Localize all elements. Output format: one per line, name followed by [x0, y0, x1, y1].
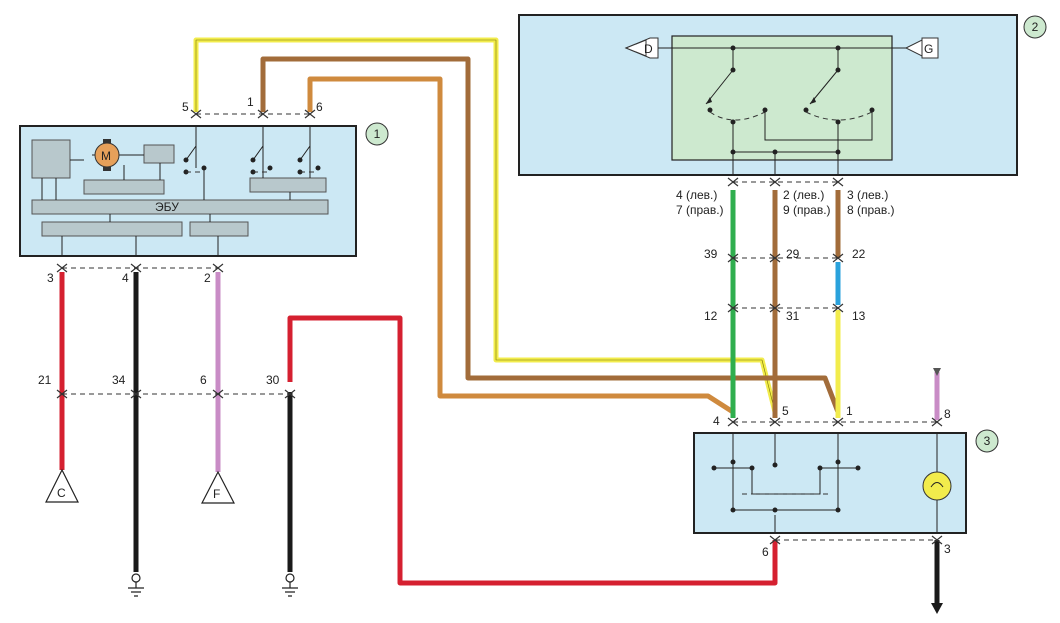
chassis-ground-icon-1 [128, 573, 144, 597]
block-2-number: 2 [1032, 20, 1039, 34]
wire-orange [307, 76, 735, 415]
block-1-badge [365, 122, 389, 146]
conn-mid2-31: 31 [786, 309, 800, 323]
motor-label: M [101, 149, 111, 163]
block-1-window-module: ЭБУ M [19, 125, 357, 257]
wire-red-2 [287, 315, 778, 586]
b1-unit-e [41, 221, 183, 237]
wire-yellow-outline [195, 39, 776, 413]
pin-b3-bottom-6: 6 [762, 545, 769, 559]
block-2-window-switch: D G [518, 14, 1018, 176]
pin-b3-top-1: 1 [846, 404, 853, 418]
pin-b3-bottom-3: 3 [944, 542, 951, 556]
conn-mid1-22: 22 [852, 247, 866, 261]
conn-left-21: 21 [38, 373, 52, 387]
pin-b1-top-1: 1 [247, 95, 254, 109]
b1-ecu-bar [31, 199, 329, 215]
conn-left-34: 34 [112, 373, 126, 387]
pin-b2-b-1: 9 (прав.) [783, 203, 831, 217]
ground-symbol-c: C [45, 468, 79, 503]
b1-unit-b [143, 144, 175, 164]
pin-b1-bottom-3: 3 [47, 271, 54, 285]
b1-unit-d [249, 177, 327, 193]
block-2-badge [1023, 15, 1047, 39]
ground-symbol-f: F [201, 470, 235, 504]
pin-b2-a-2: 3 (лев.) [847, 188, 888, 202]
conn-left-30: 30 [266, 373, 280, 387]
b1-ecu-label: ЭБУ [155, 200, 179, 214]
b1-unit-a [31, 139, 71, 179]
svg-text:C: C [57, 486, 66, 500]
block-3-badge [975, 429, 999, 453]
terminal-d-label: D [644, 42, 653, 56]
pin-b1-bottom-2: 2 [204, 271, 211, 285]
conn-mid2-12: 12 [704, 309, 718, 323]
pin-b1-top-6: 6 [316, 100, 323, 114]
pin-b3-top-8: 8 [944, 407, 951, 421]
lamp-icon [922, 471, 952, 501]
conn-mid1-39: 39 [704, 247, 718, 261]
pin-b1-top-5: 5 [182, 100, 189, 114]
terminal-g-label: G [924, 42, 933, 56]
pin-b2-a-0: 4 (лев.) [676, 188, 717, 202]
connector-marks [56, 109, 943, 545]
conn-mid2-13: 13 [852, 309, 866, 323]
b1-unit-c [83, 179, 165, 195]
pin-b2-b-2: 8 (прав.) [847, 203, 895, 217]
b1-unit-f [189, 221, 249, 237]
pin-b2-b-0: 7 (прав.) [676, 203, 724, 217]
block-3-number: 3 [984, 434, 991, 448]
block-1-number: 1 [374, 127, 381, 141]
pin-b2-a-1: 2 (лев.) [783, 188, 824, 202]
pin-b3-top-5: 5 [782, 404, 789, 418]
chassis-ground-icon-2 [282, 573, 298, 597]
arrow-down-icon [931, 603, 943, 614]
svg-text:F: F [213, 487, 220, 501]
block-3-switch [693, 432, 967, 534]
arrow-up-tick-icon [933, 368, 941, 376]
wire-brown [260, 56, 841, 413]
pin-b3-top-4: 4 [713, 414, 720, 428]
pin-b1-bottom-4: 4 [122, 271, 129, 285]
conn-mid1-29: 29 [786, 247, 800, 261]
conn-left-6: 6 [200, 373, 207, 387]
